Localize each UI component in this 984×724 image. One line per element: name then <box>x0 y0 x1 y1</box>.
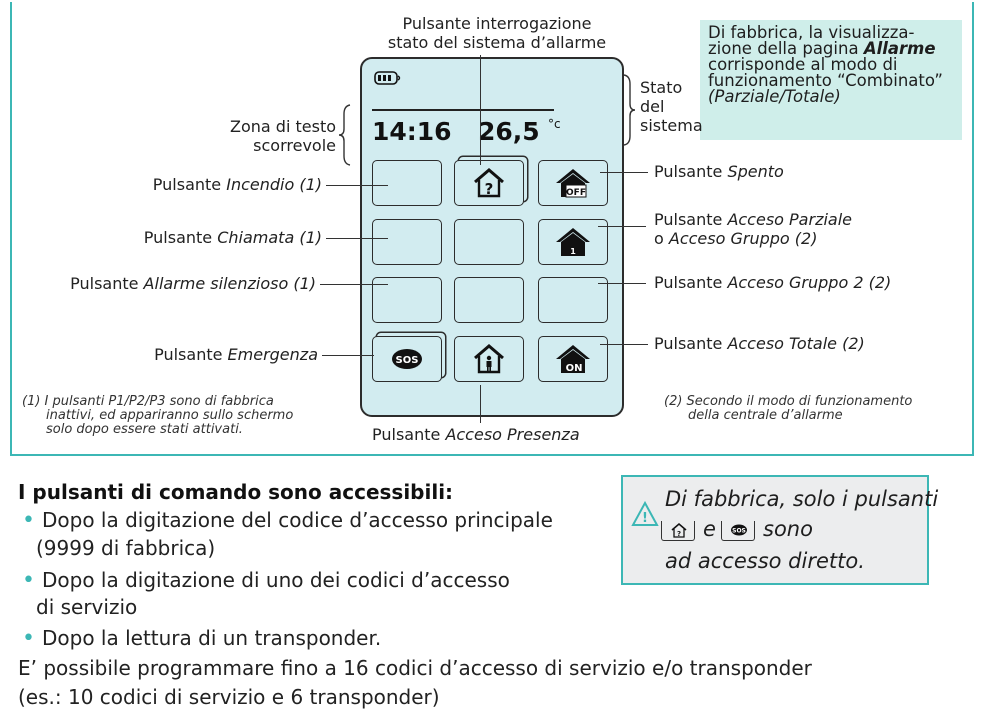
warning-box: ! Di fabbrica, solo i pulsanti ? e SOS s… <box>621 475 938 585</box>
bullet-2: • Dopo la digitazione di uno dei codici … <box>22 568 510 593</box>
system-status-query-button[interactable]: ? <box>454 160 524 206</box>
warning-line3: ad accesso diretto. <box>665 549 865 573</box>
sos-icon: SOS <box>392 349 422 369</box>
note-line2: zione della pagina Allarme <box>708 39 936 58</box>
svg-text:ON: ON <box>566 363 583 374</box>
warning-sono: sono <box>763 517 813 541</box>
warning-line1: Di fabbrica, solo i pulsanti <box>665 487 939 511</box>
group-2-label: Pulsante Acceso Gruppo 2 (2) <box>654 273 892 292</box>
presence-label: Pulsante Acceso Presenza <box>372 425 580 444</box>
stato-line3: sistema <box>640 116 703 135</box>
leader-line <box>598 283 646 284</box>
fire-button[interactable] <box>372 160 442 206</box>
off-button[interactable]: OFF <box>538 160 608 206</box>
bullet-1-cont: (9999 di fabbrica) <box>36 536 216 560</box>
mini-query-button: ? <box>661 521 695 541</box>
leader-line <box>598 226 646 227</box>
query-label-line2: stato del sistema d’allarme <box>387 33 607 52</box>
temperature-unit: °c <box>548 117 561 131</box>
empty-button <box>454 277 524 323</box>
leader-line <box>600 172 648 173</box>
scroll-text-zone-label: Zona di testo scorrevole <box>212 117 336 155</box>
figure-frame <box>10 2 974 456</box>
total-on-label: Pulsante Acceso Totale (2) <box>654 334 865 353</box>
emergency-label: Pulsante Emergenza <box>154 345 318 364</box>
query-label-line1: Pulsante interrogazione <box>402 14 592 33</box>
partial-on-button[interactable]: 1 <box>538 219 608 265</box>
system-state-brace <box>623 74 636 146</box>
zona-line2: scorrevole <box>253 136 336 155</box>
svg-text:?: ? <box>485 180 494 198</box>
bullet-1: • Dopo la digitazione del codice d’acces… <box>22 508 553 533</box>
temperature-display: 26,5 <box>478 117 540 146</box>
stato-line1: Stato <box>640 78 683 97</box>
call-button-label: Pulsante Chiamata (1) <box>143 228 322 247</box>
stato-line2: del <box>640 97 665 116</box>
house-person-icon <box>474 344 504 374</box>
empty-button <box>454 219 524 265</box>
leader-line <box>480 385 481 423</box>
house-question-icon: ? <box>474 168 504 198</box>
access-heading: I pulsanti di comando sono accessibili: <box>18 480 454 504</box>
leader-line <box>326 185 388 186</box>
screen-divider <box>372 109 554 111</box>
house-on-icon: ON <box>556 345 590 374</box>
leader-line <box>480 55 481 165</box>
warning-triangle-icon: ! <box>631 501 659 526</box>
leader-line <box>326 238 388 239</box>
note-line5: (Parziale/Totale) <box>708 87 841 106</box>
factory-note: Di fabbrica, la visualizza- zione della … <box>700 20 962 140</box>
svg-text:OFF: OFF <box>566 188 586 198</box>
silent-alarm-label: Pulsante Allarme silenzioso (1) <box>70 274 316 293</box>
sos-icon: SOS <box>731 524 747 536</box>
clock-display: 14:16 <box>372 117 452 146</box>
note-line4: funzionamento “Combinato” <box>708 71 943 90</box>
note-line3: corrisponde al modo di <box>708 55 898 74</box>
off-button-label: Pulsante Spento <box>654 162 784 181</box>
leader-line <box>600 344 648 345</box>
note-allarme: Allarme <box>863 39 936 58</box>
note-line1: Di fabbrica, la visualizza- <box>708 23 915 42</box>
warning-e: e <box>703 517 716 541</box>
svg-text:SOS: SOS <box>732 528 746 535</box>
call-button[interactable] <box>372 219 442 265</box>
house-off-icon: OFF <box>556 169 590 198</box>
silent-alarm-button[interactable] <box>372 277 442 323</box>
group-2-button[interactable] <box>538 277 608 323</box>
touch-screen-device: 14:16 26,5 °c ? OFF 1 SOS <box>360 57 624 417</box>
house-question-icon: ? <box>671 522 687 538</box>
footnote-2: (2) Secondo il modo di funzionamento del… <box>664 394 913 423</box>
zona-line1: Zona di testo <box>230 117 336 136</box>
system-state-label: Stato del sistema <box>640 78 703 135</box>
total-on-button[interactable]: ON <box>538 336 608 382</box>
presence-on-button[interactable] <box>454 336 524 382</box>
leader-line <box>320 284 388 285</box>
fire-button-label: Pulsante Incendio (1) <box>152 175 322 194</box>
partial-on-label: Pulsante Acceso Parziale o Acceso Gruppo… <box>654 210 852 248</box>
svg-text:!: ! <box>642 511 648 526</box>
paragraph-line2: (es.: 10 codici di servizio e 6 transpon… <box>18 685 440 709</box>
svg-text:1: 1 <box>570 247 576 256</box>
query-button-label: Pulsante interrogazione stato del sistem… <box>382 14 612 52</box>
svg-text:?: ? <box>677 530 681 538</box>
bullet-2-cont: di servizio <box>36 595 138 619</box>
paragraph-line1: E’ possibile programmare fino a 16 codic… <box>18 656 812 680</box>
battery-icon <box>374 71 401 85</box>
emergency-sos-button[interactable]: SOS <box>372 336 442 382</box>
house-group-icon: 1 <box>556 228 590 256</box>
text-zone-brace <box>338 104 351 166</box>
bullet-3: • Dopo la lettura di un transponder. <box>22 626 382 651</box>
svg-text:SOS: SOS <box>396 355 419 366</box>
footnote-1: (1) I pulsanti P1/P2/P3 sono di fabbrica… <box>22 394 294 437</box>
leader-line <box>322 355 374 356</box>
mini-sos-button: SOS <box>721 521 755 541</box>
